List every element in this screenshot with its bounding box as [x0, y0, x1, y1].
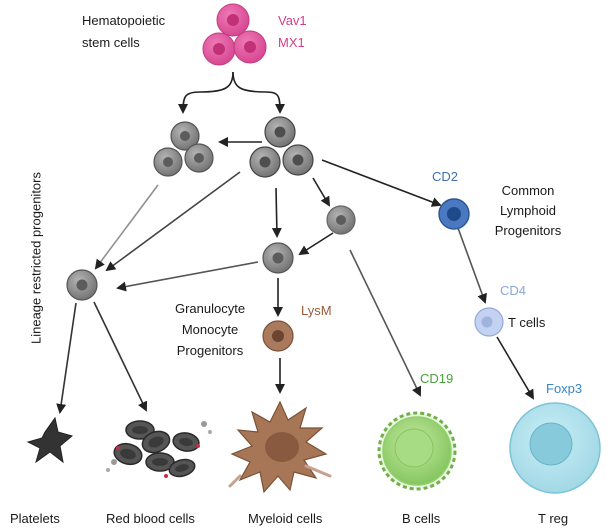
- arrow-small-to-cmp: [298, 232, 334, 256]
- common-myeloid-progenitor: [262, 242, 294, 274]
- arrow-stem-split: [178, 71, 234, 114]
- progenitor-cell: [153, 147, 183, 177]
- arrow-to-bcell: [349, 249, 422, 397]
- stem-cell: [233, 30, 267, 64]
- output-platelets: Platelets: [10, 511, 60, 526]
- clp-label-line2: Lymphoid: [500, 203, 556, 218]
- tcell-label: T cells: [508, 315, 546, 330]
- arrow-right-cluster-to-mep: [105, 171, 241, 272]
- output-b-cells: B cells: [402, 511, 441, 526]
- progenitor-cell: [184, 143, 214, 173]
- progenitor-cell: [170, 121, 200, 151]
- arrow-left-cluster-to-mep: [94, 184, 159, 270]
- clp-label-line1: Common: [501, 183, 555, 198]
- treg-shape: [509, 402, 601, 494]
- progenitor-cell: [282, 144, 314, 176]
- clp-cell: [438, 198, 470, 230]
- output-red-blood-cells: Red blood cells: [106, 511, 195, 526]
- gmp-label-line1: Granulocyte: [174, 301, 246, 316]
- progenitor-cell: [264, 116, 296, 148]
- arrow-clp-to-tcell: [457, 227, 487, 304]
- progenitor-cluster-left: [153, 121, 214, 177]
- arrow-to-small: [312, 177, 331, 207]
- arrow-stem-split-right: [232, 71, 285, 114]
- tcell-cell: [474, 307, 504, 337]
- lineage-axis-label: Lineage restricted progenitors: [28, 172, 44, 344]
- gmp-cell: [262, 320, 294, 352]
- output-myeloid-cells: Myeloid cells: [248, 511, 323, 526]
- stem-label-line1: Hematopoietic: [82, 13, 166, 28]
- stem-cell: [202, 32, 236, 66]
- gmp-label-line2: Monocyte: [181, 322, 239, 337]
- arrow-tcell-to-treg: [496, 336, 535, 400]
- gmp-marker: LysM: [301, 303, 332, 318]
- myeloid-cell-shape: [228, 400, 332, 494]
- gmp-label-line3: Progenitors: [176, 343, 244, 358]
- bcell-marker: CD19: [420, 371, 454, 386]
- progenitor-cell-small: [326, 205, 356, 235]
- stem-marker-vav1: Vav1: [278, 13, 307, 28]
- clp-marker: CD2: [432, 169, 459, 184]
- bcell-shape: [377, 411, 457, 491]
- stem-cell: [216, 3, 250, 37]
- progenitor-cluster-right: [249, 116, 314, 178]
- arrow-mep-to-rbc: [93, 301, 148, 412]
- tcell-marker: CD4: [500, 283, 527, 298]
- progenitor-cell: [249, 146, 281, 178]
- megakaryocyte-erythroid-progenitor: [66, 269, 98, 301]
- arrow-mpp-to-clp: [321, 159, 442, 207]
- platelet-shape: [26, 416, 74, 464]
- arrow-to-cmp: [271, 187, 282, 238]
- stem-marker-mx1: MX1: [278, 35, 305, 50]
- stem-cells: [202, 3, 267, 66]
- rbc-cluster: [106, 420, 212, 478]
- output-t-reg: T reg: [538, 511, 569, 526]
- arrows: [56, 71, 535, 414]
- clp-label-line3: Progenitors: [494, 223, 562, 238]
- stem-label-line2: stem cells: [82, 35, 140, 50]
- arrow-mep-to-platelets: [56, 302, 77, 414]
- arrow-cmp-to-mep: [116, 261, 259, 292]
- treg-marker: Foxp3: [546, 381, 583, 396]
